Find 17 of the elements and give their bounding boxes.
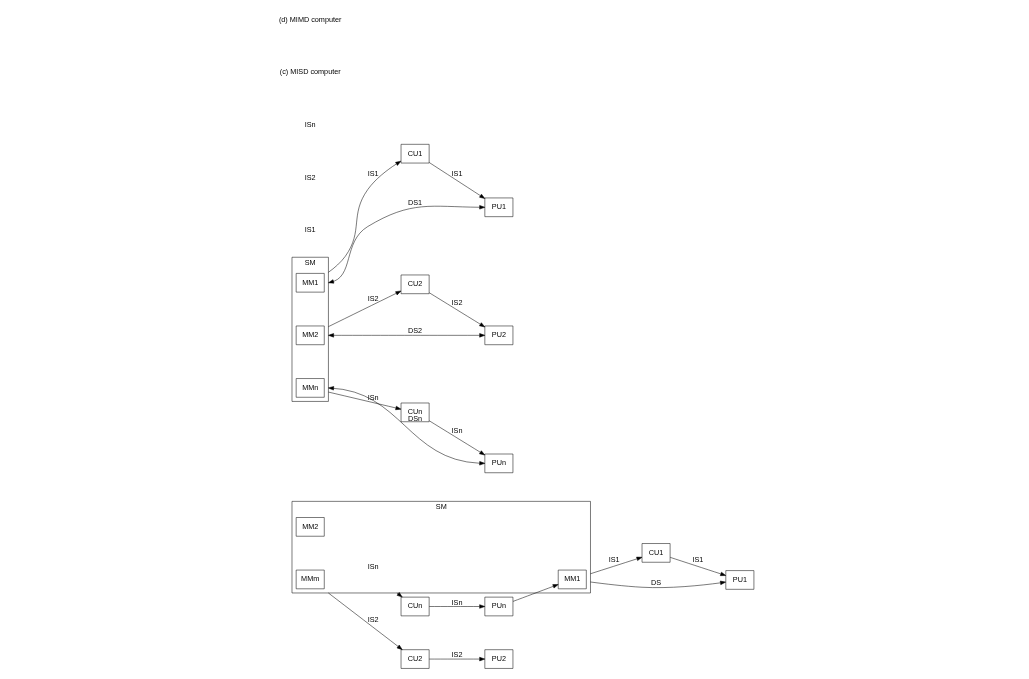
arrow xyxy=(328,290,402,327)
arrow xyxy=(429,657,486,662)
arrow xyxy=(328,333,486,338)
arrow xyxy=(328,592,403,650)
arrow xyxy=(429,604,486,609)
arrow xyxy=(429,162,486,199)
arrow xyxy=(590,580,726,588)
arrow xyxy=(590,556,643,574)
arrow xyxy=(670,557,727,576)
arrow xyxy=(512,584,559,602)
arrow xyxy=(328,160,402,273)
arrow xyxy=(396,592,403,598)
arrow xyxy=(429,420,486,456)
arrow xyxy=(328,205,486,284)
arrow xyxy=(429,292,486,328)
arrow xyxy=(328,391,402,410)
arrow xyxy=(328,386,486,466)
